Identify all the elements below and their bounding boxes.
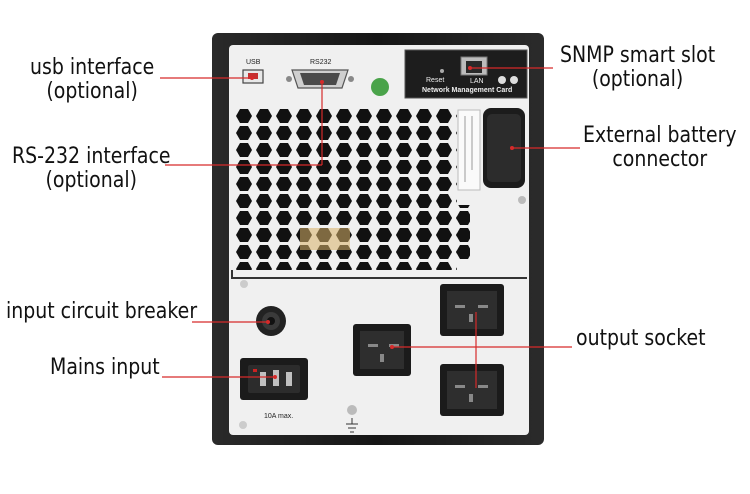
lan-mark: LAN [470, 78, 484, 85]
snmp-slot-label: SNMP smart slot (optional) [560, 43, 716, 92]
battery-connector-label: External battery connector [583, 123, 737, 172]
output-socket-bottom [440, 364, 504, 416]
status-badge [371, 78, 389, 96]
mains-input-label: Mains input [50, 355, 160, 380]
usb-interface-label: usb interface (optional) [30, 55, 155, 104]
network-card-mark: Network Management Card [422, 87, 513, 94]
rs232-mark: RS232 [310, 59, 332, 66]
usb-mark: USB [246, 59, 261, 66]
output-socket-left [353, 324, 411, 376]
rs232-interface-label: RS-232 interface (optional) [12, 144, 171, 193]
max-rating-mark: 10A max. [264, 413, 294, 420]
callout-leader-lines [160, 67, 580, 388]
reset-mark: Reset [426, 77, 445, 84]
input-breaker-label: input circuit breaker [6, 299, 198, 324]
ground-screw [347, 405, 357, 415]
rating-sticker [457, 109, 481, 191]
output-socket-top [440, 284, 504, 336]
output-socket-label: output socket [576, 326, 706, 351]
